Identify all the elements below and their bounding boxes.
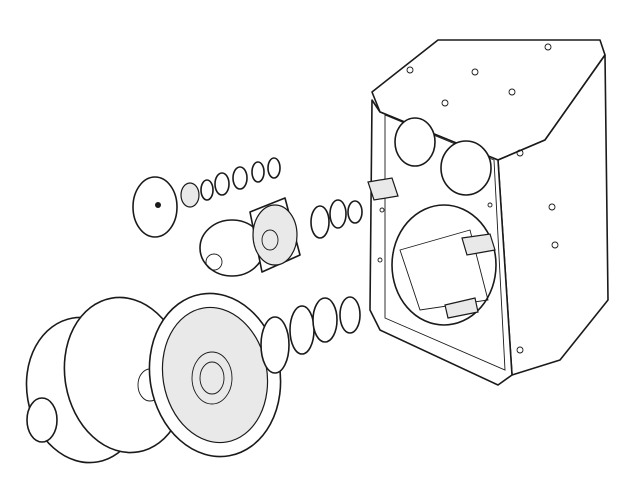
cabinet-screw-holes <box>377 43 559 354</box>
mid-magnet <box>310 205 330 239</box>
tweeter-voice-coil <box>200 179 214 201</box>
tweeter-assembly <box>132 157 281 238</box>
woofer-spider <box>260 316 290 374</box>
woofer-magnet <box>289 305 315 355</box>
mid-backplate <box>329 199 347 229</box>
mid-pole-piece <box>347 200 363 224</box>
mid-driver-assembly <box>199 197 363 277</box>
tweeter-ring <box>232 166 248 190</box>
cabinet-hole-top-left <box>394 117 436 167</box>
tweeter-back-plate <box>132 176 178 238</box>
cabinet-hole-woofer <box>391 204 497 326</box>
woofer-dust-cap <box>26 397 58 443</box>
speaker-cabinet <box>367 39 609 386</box>
cabinet-bracket-bottom <box>444 297 479 319</box>
woofer-top-plate <box>312 297 338 343</box>
tweeter-phase-plug <box>251 161 265 183</box>
tweeter-diaphragm <box>214 172 230 196</box>
woofer-assembly <box>25 292 361 464</box>
cabinet-bracket-right <box>461 233 496 256</box>
tweeter-magnet <box>180 182 200 208</box>
cabinet-bracket-left <box>367 177 399 201</box>
cabinet-hole-tweeter <box>440 140 492 196</box>
mid-cone <box>252 204 298 266</box>
tweeter-front-ring <box>267 157 281 179</box>
woofer-back-plate <box>339 296 361 334</box>
